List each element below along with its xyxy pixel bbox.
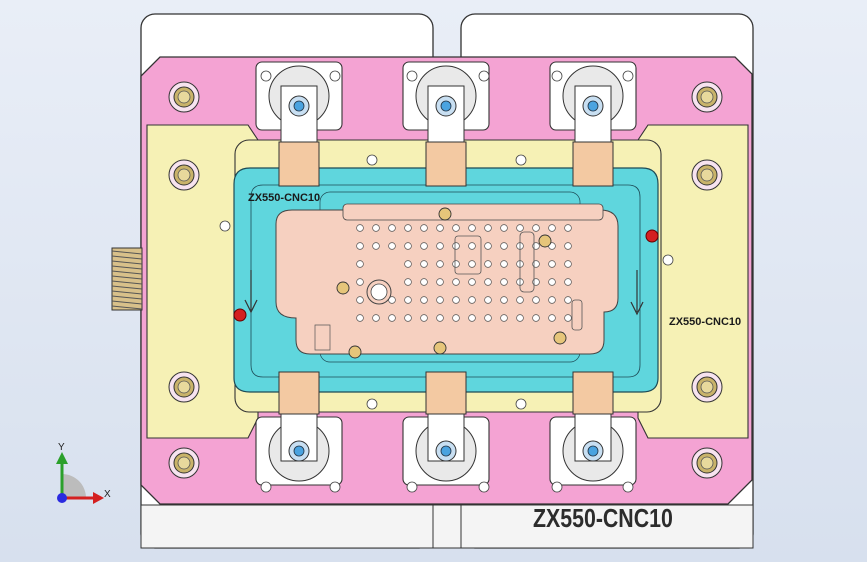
flow-arrow-left (244, 270, 258, 314)
part-label-left: ZX550-CNC10 (248, 192, 321, 204)
plate-hole (260, 70, 272, 82)
bolt (168, 447, 200, 479)
plate-hole (406, 481, 418, 493)
clamp-group (255, 61, 637, 486)
plate-hole (622, 481, 634, 493)
plate-hole (406, 70, 418, 82)
bolt (168, 159, 200, 191)
plate-hole (478, 70, 490, 82)
triad-y-label: Y (58, 442, 65, 453)
part-label-right: ZX550-CNC10 (669, 316, 742, 328)
bolt (691, 159, 723, 191)
plate-hole (551, 481, 563, 493)
clamp-pad (425, 141, 467, 187)
clamp (402, 61, 490, 187)
clamp (549, 61, 637, 187)
plate-hole (366, 154, 378, 166)
workpiece-holes (336, 207, 583, 359)
bolt (691, 371, 723, 403)
bolt-group (168, 70, 723, 493)
clamp-pad (278, 371, 320, 415)
bolt (691, 447, 723, 479)
plate-hole (622, 70, 634, 82)
clamp-pad (572, 371, 614, 415)
plate-hole (329, 70, 341, 82)
locator-pin-left (233, 308, 247, 322)
clamp-pad (572, 141, 614, 187)
plate-hole (329, 481, 341, 493)
plate-hole (366, 398, 378, 410)
clamp-pad (425, 371, 467, 415)
plate-hole (662, 254, 674, 266)
bolt (168, 81, 200, 113)
part-label-bottom: ZX550-CNC10 (533, 503, 673, 533)
clamp-pad (278, 141, 320, 187)
plate-hole (515, 154, 527, 166)
clamp (402, 371, 490, 486)
locator-pin-right (645, 229, 659, 243)
plate-hole (551, 70, 563, 82)
plate-hole (478, 481, 490, 493)
clamp (549, 371, 637, 486)
clamp (255, 61, 343, 187)
plate-hole (260, 481, 272, 493)
base-strip (140, 504, 754, 549)
bolt (691, 81, 723, 113)
plate-hole (219, 220, 231, 232)
plate-hole (515, 398, 527, 410)
clamp (255, 371, 343, 486)
flow-arrow-right (630, 270, 644, 316)
coordinate-triad (56, 452, 104, 504)
bolt (168, 371, 200, 403)
triad-x-label: X (104, 489, 111, 500)
thread-connector (111, 247, 143, 311)
